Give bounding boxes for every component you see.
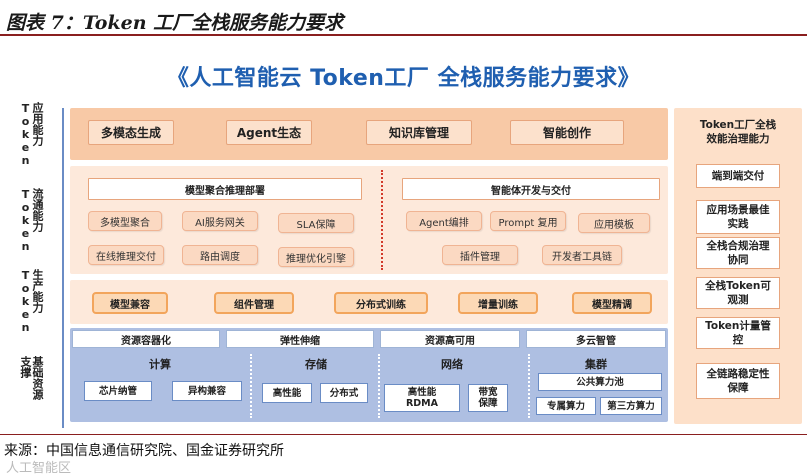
compute-title: 计算 [149, 358, 171, 371]
bottom-divider [0, 434, 807, 435]
row-label-flow: 流通能力 Token [8, 168, 54, 272]
row-label-base: 基础资源 支撑 [8, 332, 54, 424]
row-bracket [62, 108, 66, 428]
network-item: 带宽 保障 [468, 384, 508, 412]
governance-item: 全栈Token可 观测 [696, 277, 780, 309]
base-header: 资源容器化 [72, 330, 220, 348]
flow-right-header: 智能体开发与交付 [402, 178, 660, 200]
flow-right-item: Prompt 复用 [490, 211, 566, 231]
cluster-item: 公共算力池 [538, 373, 662, 391]
network-title: 网络 [441, 358, 463, 371]
compute-item: 异构兼容 [172, 381, 242, 401]
app-item: 知识库管理 [366, 120, 472, 145]
base-header: 多云智管 [526, 330, 666, 348]
flow-right-item: 应用模板 [578, 213, 650, 233]
top-divider [0, 34, 807, 36]
governance-item: 全栈合规治理 协同 [696, 237, 780, 269]
flow-right-item: Agent编排 [406, 211, 482, 231]
row-label-prod-text: 生产能力 Token [19, 268, 44, 334]
prod-item: 分布式训练 [334, 292, 428, 314]
watermark: 人工智能区 [6, 461, 72, 474]
app-item: 多模态生成 [88, 120, 174, 145]
figure-title: 图表 7：Token 工厂全栈服务能力要求 [6, 12, 344, 34]
app-item: 智能创作 [510, 120, 624, 145]
row-label-base-text: 基础资源 支撑 [19, 356, 44, 400]
compute-item: 芯片纳管 [84, 381, 152, 401]
app-item: Agent生态 [226, 120, 312, 145]
flow-right-item: 开发者工具链 [542, 245, 622, 265]
flow-left-item: 多模型聚合 [88, 211, 162, 231]
flow-divider [381, 170, 383, 270]
governance-item: Token计量管 控 [696, 317, 780, 349]
storage-item: 分布式 [320, 383, 368, 403]
row-label-prod: 生产能力 Token [8, 269, 54, 334]
base-divider [378, 354, 380, 418]
governance-item: 应用场景最佳 实践 [696, 200, 780, 234]
row-label-flow-text: 流通能力 Token [19, 187, 44, 253]
flow-left-item: 路由调度 [182, 245, 258, 265]
prod-item: 模型兼容 [92, 292, 168, 314]
base-divider [250, 354, 252, 418]
cluster-item: 专属算力 [536, 397, 596, 415]
base-header: 弹性伸缩 [226, 330, 374, 348]
storage-title: 存储 [305, 358, 327, 371]
prod-item: 组件管理 [214, 292, 294, 314]
network-item: 高性能 RDMA [384, 384, 460, 412]
flow-left-item: 在线推理交付 [88, 245, 164, 265]
prod-item: 增量训练 [458, 292, 538, 314]
diagram-title: 《人工智能云 Token工厂 全栈服务能力要求》 [166, 66, 641, 91]
flow-right-item: 插件管理 [442, 245, 518, 265]
cluster-title: 集群 [585, 358, 607, 371]
prod-item: 模型精调 [572, 292, 652, 314]
source-note: 来源：中国信息通信研究院、国金证券研究所 [4, 443, 284, 459]
base-header: 资源高可用 [380, 330, 520, 348]
row-label-app-text: 应用能力 Token [19, 101, 44, 167]
flow-left-item: SLA保障 [278, 213, 354, 233]
governance-title: Token工厂全栈 效能治理能力 [699, 119, 777, 145]
governance-item: 端到端交付 [696, 164, 780, 188]
governance-item: 全链路稳定性 保障 [696, 363, 780, 399]
base-divider [528, 354, 530, 418]
cluster-item: 第三方算力 [600, 397, 662, 415]
row-label-app: 应用能力 Token [8, 102, 54, 167]
flow-left-item: 推理优化引擎 [278, 247, 354, 267]
flow-left-header: 模型聚合推理部署 [88, 178, 362, 200]
flow-left-item: AI服务网关 [182, 211, 258, 231]
storage-item: 高性能 [262, 383, 312, 403]
